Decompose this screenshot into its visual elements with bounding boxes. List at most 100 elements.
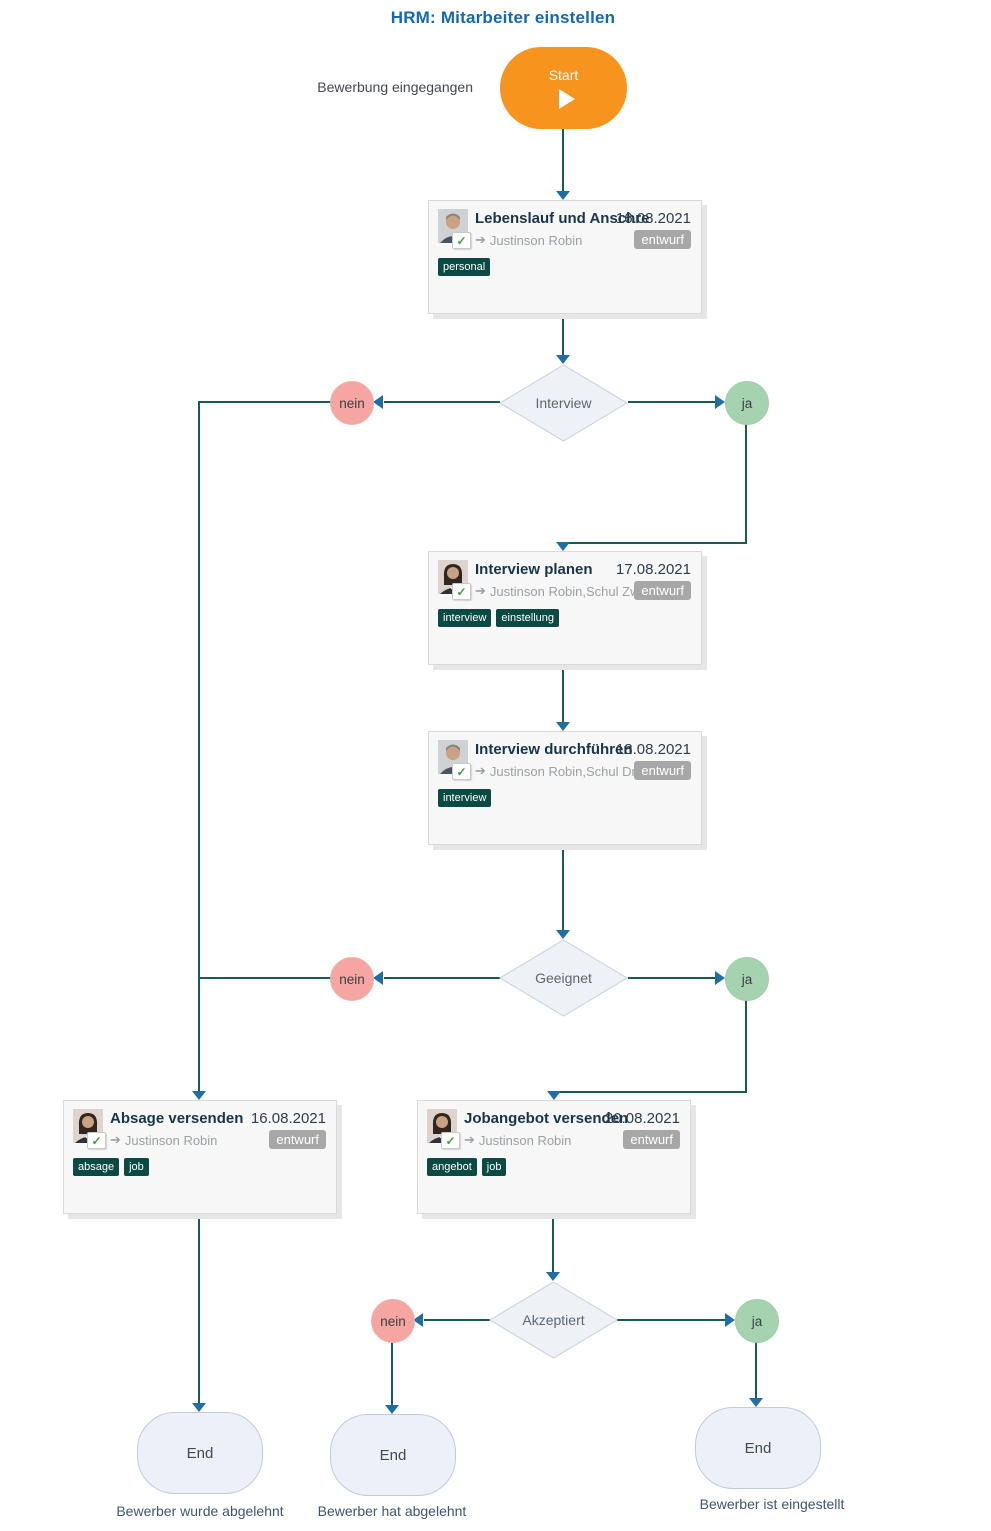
- task-card-interview-durchfuehren[interactable]: ✓ Interview durchführen 18.08.2021 ➔ Jus…: [428, 731, 702, 845]
- arrowhead-icon: [373, 971, 383, 985]
- assignee-names: Justinson Robin: [489, 232, 583, 248]
- tag: job: [124, 1158, 149, 1176]
- tag: interview: [438, 789, 492, 807]
- play-icon: [558, 89, 575, 109]
- tag: interview: [438, 609, 492, 627]
- status-badge: entwurf: [634, 230, 691, 249]
- tag-row: angebot job: [427, 1158, 507, 1176]
- task-date: 18.08.2021: [615, 741, 691, 758]
- arrowhead-icon: [556, 722, 570, 731]
- decision-no-circle[interactable]: nein: [330, 957, 374, 1001]
- connector-line: [552, 1212, 554, 1272]
- assignee-names: Justinson Robin: [124, 1132, 218, 1148]
- task-title: Absage versenden: [110, 1110, 244, 1127]
- task-card-absage-versenden[interactable]: ✓ Absage versenden 16.08.2021 ➔ Justinso…: [63, 1100, 337, 1214]
- connector-line: [199, 977, 332, 979]
- task-card-interview-planen[interactable]: ✓ Interview planen 17.08.2021 ➔ Justinso…: [428, 551, 702, 665]
- connector-line: [628, 977, 718, 979]
- assignee-names: Justinson Robin,Schul Zwei: [489, 583, 650, 599]
- decision-interview[interactable]: Interview: [499, 364, 628, 442]
- task-assignees: ➔ Justinson Robin: [110, 1132, 217, 1148]
- connector-line: [562, 129, 564, 191]
- end-node-hired[interactable]: End: [695, 1407, 821, 1489]
- connector-line: [562, 312, 564, 355]
- start-node[interactable]: Start: [500, 47, 627, 129]
- check-icon: ✓: [452, 583, 471, 600]
- assignee-names: Justinson Robin,Schul Drei: [489, 763, 646, 779]
- decision-no-circle[interactable]: nein: [371, 1299, 415, 1343]
- task-assignees: ➔ Justinson Robin: [464, 1132, 571, 1148]
- assignee-arrow-icon: ➔: [475, 583, 486, 598]
- connector-line: [628, 401, 718, 403]
- check-icon: ✓: [441, 1132, 460, 1149]
- task-date: 17.08.2021: [615, 561, 691, 578]
- check-icon: ✓: [452, 232, 471, 249]
- task-card-jobangebot-versenden[interactable]: ✓ Jobangebot versenden 20.08.2021 ➔ Just…: [417, 1100, 691, 1214]
- arrowhead-icon: [715, 395, 725, 409]
- connector-line: [424, 1319, 490, 1321]
- check-icon: ✓: [87, 1132, 106, 1149]
- connector-line: [384, 401, 500, 403]
- connector-line: [745, 423, 747, 544]
- decision-akzeptiert[interactable]: Akzeptiert: [489, 1281, 618, 1359]
- tag-row: interview einstellung: [438, 609, 559, 627]
- assignee-names: Justinson Robin: [478, 1132, 572, 1148]
- arrowhead-icon: [192, 1091, 206, 1100]
- task-assignees: ➔ Justinson Robin,Schul Zwei: [475, 583, 650, 599]
- task-date: 16.08.2021: [615, 210, 691, 227]
- decision-label: Interview: [535, 395, 592, 411]
- decision-yes-circle[interactable]: ja: [735, 1299, 779, 1343]
- connector-line: [391, 1341, 393, 1405]
- arrowhead-icon: [715, 971, 725, 985]
- tag: einstellung: [496, 609, 559, 627]
- assignee-arrow-icon: ➔: [110, 1132, 121, 1147]
- tag: absage: [73, 1158, 120, 1176]
- connector-line: [199, 401, 332, 403]
- decision-geeignet[interactable]: Geeignet: [499, 939, 628, 1017]
- arrowhead-icon: [556, 542, 570, 551]
- decision-yes-circle[interactable]: ja: [725, 381, 769, 425]
- task-title: Lebenslauf und Anschre...: [475, 210, 650, 227]
- end-annotation: Bewerber wurde abgelehnt: [116, 1503, 284, 1519]
- task-title: Jobangebot versenden: [464, 1110, 629, 1127]
- tag-row: interview: [438, 789, 492, 807]
- connector-line: [562, 663, 564, 722]
- status-badge: entwurf: [634, 761, 691, 780]
- connector-line: [198, 401, 200, 1091]
- arrowhead-icon: [413, 1313, 423, 1327]
- start-label: Start: [548, 67, 579, 83]
- arrowhead-icon: [556, 930, 570, 939]
- task-card-lebenslauf[interactable]: ✓ Lebenslauf und Anschre... 16.08.2021 ➔…: [428, 200, 702, 314]
- status-badge: entwurf: [634, 581, 691, 600]
- decision-yes-circle[interactable]: ja: [725, 957, 769, 1001]
- connector-line: [198, 1212, 200, 1403]
- end-node-rejected[interactable]: End: [137, 1412, 263, 1494]
- connector-line: [553, 1091, 747, 1093]
- decision-no-circle[interactable]: nein: [330, 381, 374, 425]
- assignee-arrow-icon: ➔: [464, 1132, 475, 1147]
- status-badge: entwurf: [269, 1130, 326, 1149]
- arrowhead-icon: [725, 1313, 735, 1327]
- task-assignees: ➔ Justinson Robin,Schul Drei: [475, 763, 646, 779]
- task-title: Interview planen: [475, 561, 593, 578]
- end-node-declined[interactable]: End: [330, 1414, 456, 1496]
- connector-line: [384, 977, 500, 979]
- arrowhead-icon: [546, 1272, 560, 1281]
- check-icon: ✓: [452, 763, 471, 780]
- end-annotation: Bewerber ist eingestellt: [699, 1496, 845, 1512]
- end-annotation: Bewerber hat abgelehnt: [317, 1503, 467, 1519]
- tag-row: absage job: [73, 1158, 149, 1176]
- tag: personal: [438, 258, 491, 276]
- start-annotation: Bewerbung eingegangen: [317, 79, 473, 95]
- connector-line: [617, 1319, 725, 1321]
- decision-label: Geeignet: [535, 970, 592, 986]
- arrowhead-icon: [556, 191, 570, 200]
- decision-label: Akzeptiert: [522, 1312, 585, 1328]
- arrowhead-icon: [547, 1091, 561, 1100]
- connector-line: [745, 999, 747, 1093]
- assignee-arrow-icon: ➔: [475, 763, 486, 778]
- page-title: HRM: Mitarbeiter einstellen: [390, 8, 616, 27]
- task-date: 20.08.2021: [604, 1110, 680, 1127]
- status-badge: entwurf: [623, 1130, 680, 1149]
